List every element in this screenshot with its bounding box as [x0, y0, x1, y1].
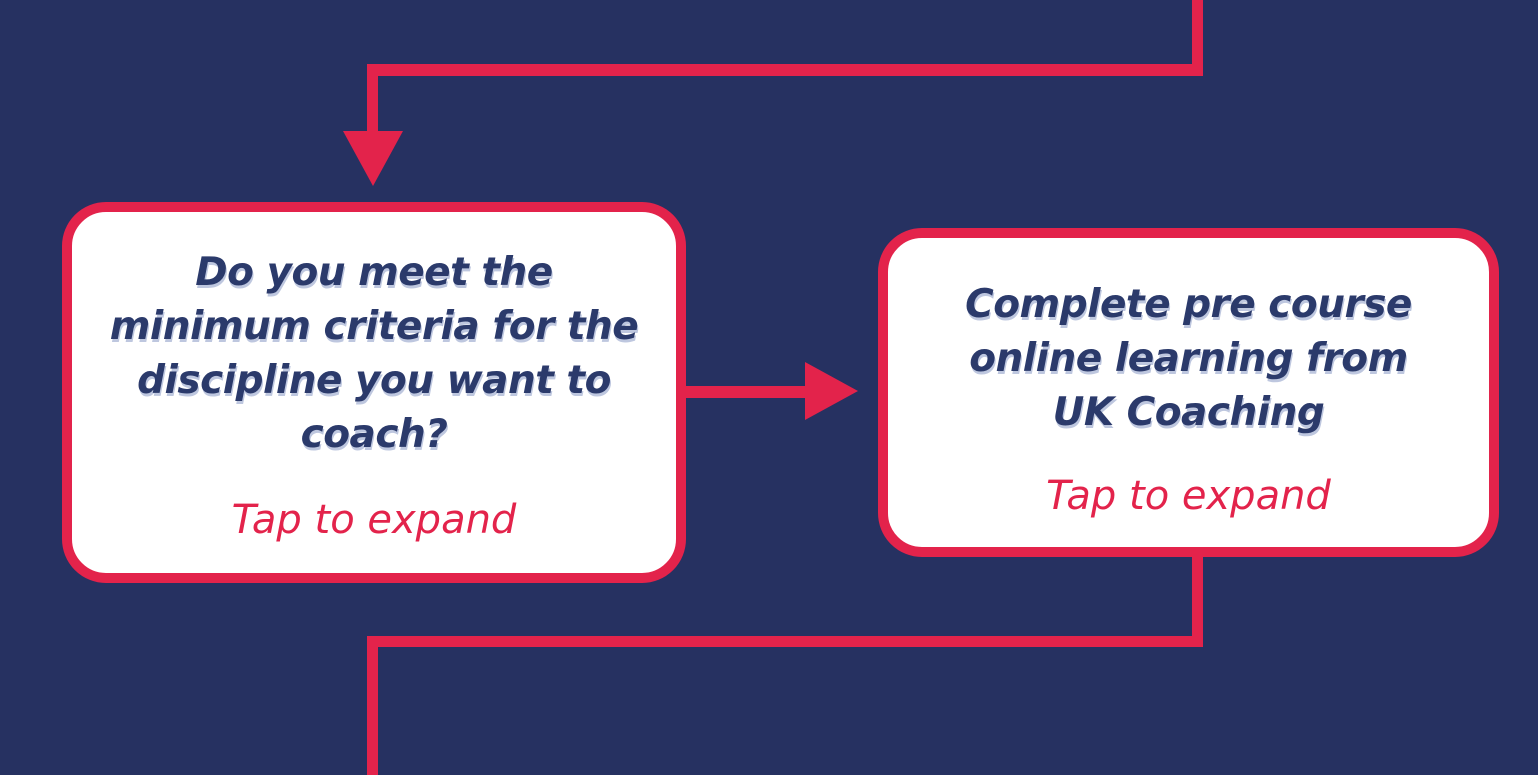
- connector-top-horizontal: [367, 64, 1203, 76]
- connector-bottom-outgoing-vertical: [367, 636, 378, 775]
- connector-bottom-drop-vertical: [1192, 555, 1203, 647]
- arrowhead-right-icon: [805, 362, 858, 420]
- connector-top-incoming-vertical: [1192, 0, 1203, 76]
- connector-bottom-horizontal: [367, 636, 1203, 647]
- node-card-pre-course-learning[interactable]: Complete pre course online learning from…: [878, 228, 1499, 557]
- node-title-pre-course-learning: Complete pre course online learning from…: [965, 282, 1412, 435]
- connector-top-drop-vertical: [367, 64, 378, 133]
- node-card-minimum-criteria[interactable]: Do you meet the minimum criteria for the…: [62, 202, 686, 583]
- tap-to-expand-label[interactable]: Tap to expand: [231, 497, 517, 543]
- tap-to-expand-label[interactable]: Tap to expand: [1046, 473, 1331, 519]
- connector-middle-shaft: [682, 386, 806, 398]
- node-title-minimum-criteria: Do you meet the minimum criteria for the…: [109, 250, 639, 457]
- arrowhead-down-icon: [343, 131, 403, 186]
